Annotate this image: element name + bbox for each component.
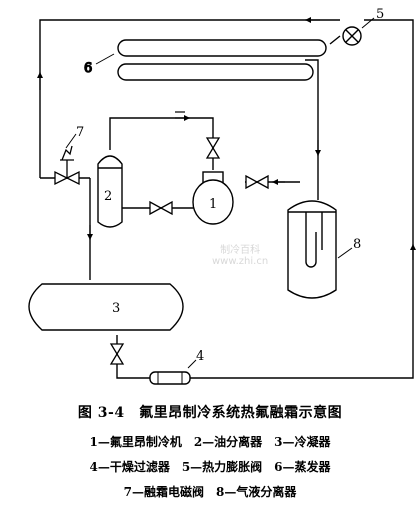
evaporator: 6 [83,39,327,81]
condenser-outlet-valve [109,343,125,365]
pipe-valve-to-evap [329,35,341,45]
figure-title: 图 3-4 氟里昂制冷系统热氟融霜示意图 [77,405,343,421]
legend-line: 4—干燥过滤器 5—热力膨胀阀 6—蒸发器 [89,460,331,474]
label-expansion-valve: 5 [376,7,384,22]
label-condenser: 3 [112,301,120,316]
pipe-top-left [39,19,340,178]
oil-separator: 2 [97,155,123,228]
condenser: 3 [28,283,184,331]
legend-line: 1—氟里昂制冷机 2—油分离器 3—冷凝器 [89,435,331,449]
expansion-valve: 5 [342,7,384,46]
oil-return-valve [175,111,221,159]
pipe-top-right [190,19,414,379]
suction-valve [245,174,269,190]
dryer-filter: 4 [149,349,204,385]
label-evaporator: 6 [84,61,92,76]
label-compressor: 1 [209,197,217,212]
watermark-line2: www.zhi.cn [212,256,269,267]
discharge-valve [149,200,173,216]
label-gas-liquid-separator: 8 [353,237,361,252]
pipe-evap-to-separator [305,59,319,200]
flow-arrows [37,17,416,260]
watermark: 制冷百科 www.zhi.cn [212,245,268,267]
pipe-oil-return [109,117,214,170]
label-solenoid-valve: 7 [76,125,84,140]
pipe-condenser-to-filter [116,335,150,379]
legend-line: 7—融霜电磁阀 8—气液分离器 [123,485,297,499]
solenoid-valve: 7 [54,125,84,186]
watermark-line1: 制冷百科 [220,245,261,256]
refrigeration-diagram: 6 5 2 7 1 [28,7,416,385]
label-dryer-filter: 4 [196,349,204,364]
label-oil-separator: 2 [104,189,112,204]
compressor: 1 [192,171,234,225]
gas-liquid-separator: 8 [287,200,361,299]
